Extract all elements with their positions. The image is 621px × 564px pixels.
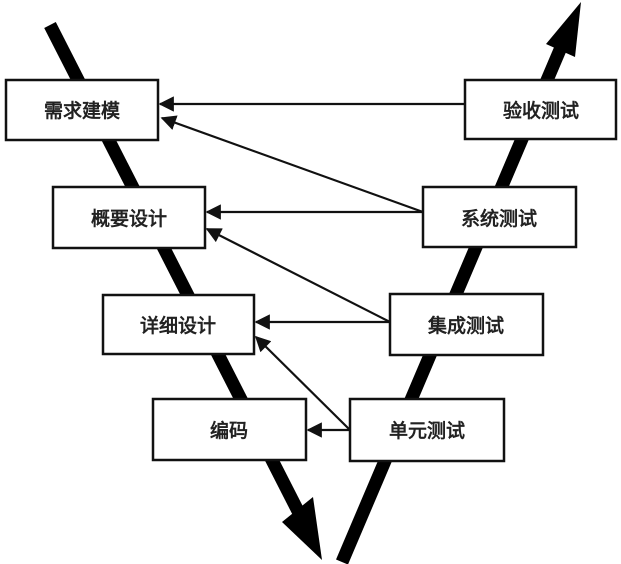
node-system-testing: 系统测试 bbox=[421, 185, 578, 249]
node-label: 详细设计 bbox=[140, 314, 216, 337]
verification-links bbox=[158, 96, 465, 438]
node-integration-testing: 集成测试 bbox=[388, 292, 545, 357]
node-label: 集成测试 bbox=[427, 314, 504, 337]
node-detailed-design: 详细设计 bbox=[101, 293, 256, 356]
node-acceptance-testing: 验收测试 bbox=[463, 78, 618, 141]
link-int-to-hld bbox=[205, 228, 391, 323]
link-unit-to-lld bbox=[254, 335, 351, 431]
node-high-level-design: 概要设计 bbox=[51, 185, 207, 250]
node-label: 需求建模 bbox=[44, 99, 121, 122]
node-coding: 编码 bbox=[151, 397, 308, 462]
node-label: 概要设计 bbox=[91, 208, 167, 230]
node-label: 单元测试 bbox=[389, 419, 465, 442]
node-label: 验收测试 bbox=[503, 99, 579, 122]
node-label: 系统测试 bbox=[461, 207, 537, 230]
node-requirements-modeling: 需求建模 bbox=[4, 78, 160, 142]
node-label: 编码 bbox=[210, 419, 248, 442]
link-sys-to-req bbox=[160, 115, 424, 214]
node-unit-testing: 单元测试 bbox=[348, 397, 506, 463]
